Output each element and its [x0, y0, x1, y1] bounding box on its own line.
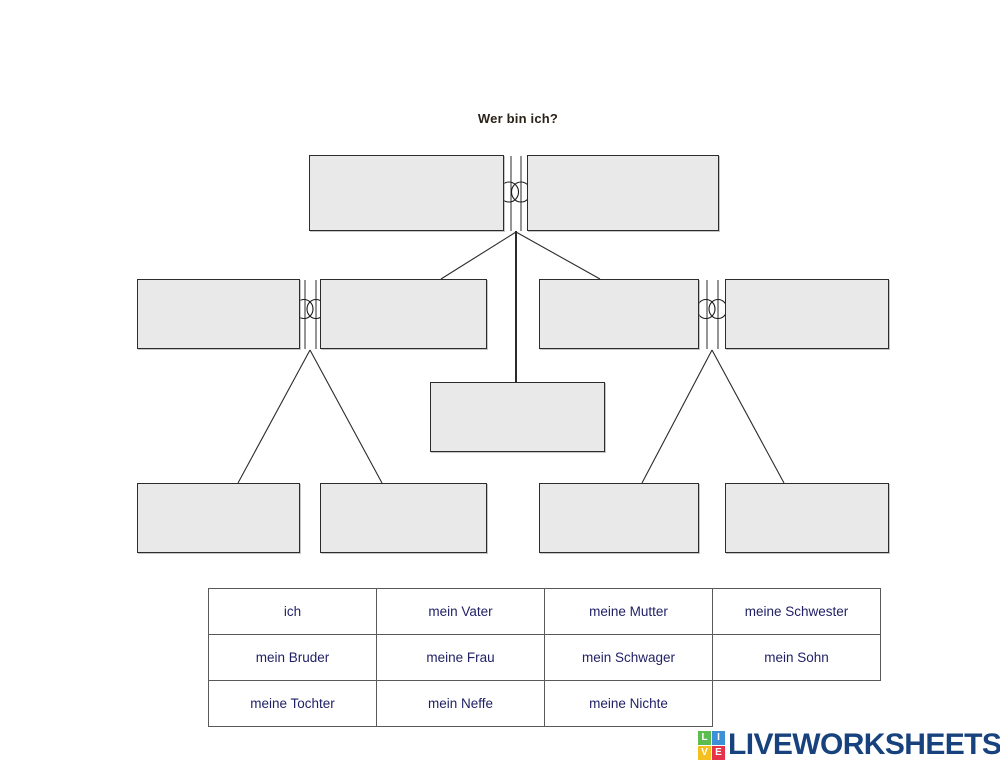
logo-letter-grid: L I V E	[698, 730, 725, 760]
word-bank-cell[interactable]: meine Schwester	[712, 588, 881, 635]
child-bottom-1-box[interactable]	[137, 483, 300, 553]
uncle-left-box[interactable]	[137, 279, 300, 349]
word-bank-cell[interactable]: mein Schwager	[544, 634, 713, 681]
spouse-right-box[interactable]	[725, 279, 889, 349]
liveworksheets-logo: L I V E LIVEWORKSHEETS	[698, 730, 1000, 760]
logo-square-e: E	[712, 745, 725, 760]
sibling-right-box[interactable]	[539, 279, 699, 349]
table-row: mein Bruder meine Frau mein Schwager mei…	[208, 634, 881, 681]
word-bank-table: ich mein Vater meine Mutter meine Schwes…	[208, 588, 881, 727]
word-bank-cell[interactable]: meine Mutter	[544, 588, 713, 635]
table-row: ich mein Vater meine Mutter meine Schwes…	[208, 588, 881, 635]
word-bank-cell-empty	[713, 681, 881, 727]
word-bank-cell[interactable]: meine Tochter	[208, 680, 377, 727]
child-bottom-3-box[interactable]	[539, 483, 699, 553]
word-bank-cell[interactable]: ich	[208, 588, 377, 635]
marriage-rings-middle-right	[696, 298, 728, 320]
aunt-left-box[interactable]	[320, 279, 487, 349]
child-bottom-4-box[interactable]	[725, 483, 889, 553]
page-title: Wer bin ich?	[477, 111, 559, 126]
center-self-box[interactable]	[430, 382, 605, 452]
child-bottom-2-box[interactable]	[320, 483, 487, 553]
logo-square-l: L	[698, 730, 711, 745]
grandmother-box[interactable]	[527, 155, 719, 231]
word-bank-cell[interactable]: mein Sohn	[712, 634, 881, 681]
word-bank-cell[interactable]: mein Neffe	[376, 680, 545, 727]
logo-square-i: I	[712, 730, 725, 745]
table-row: meine Tochter mein Neffe meine Nichte	[208, 680, 881, 727]
word-bank-cell[interactable]: meine Nichte	[544, 680, 713, 727]
word-bank-cell[interactable]: mein Bruder	[208, 634, 377, 681]
logo-square-v: V	[698, 745, 711, 760]
grandfather-box[interactable]	[309, 155, 504, 231]
logo-wordmark: LIVEWORKSHEETS	[728, 728, 1000, 761]
word-bank-cell[interactable]: meine Frau	[376, 634, 545, 681]
marriage-rings-top	[498, 181, 532, 203]
word-bank-cell[interactable]: mein Vater	[376, 588, 545, 635]
